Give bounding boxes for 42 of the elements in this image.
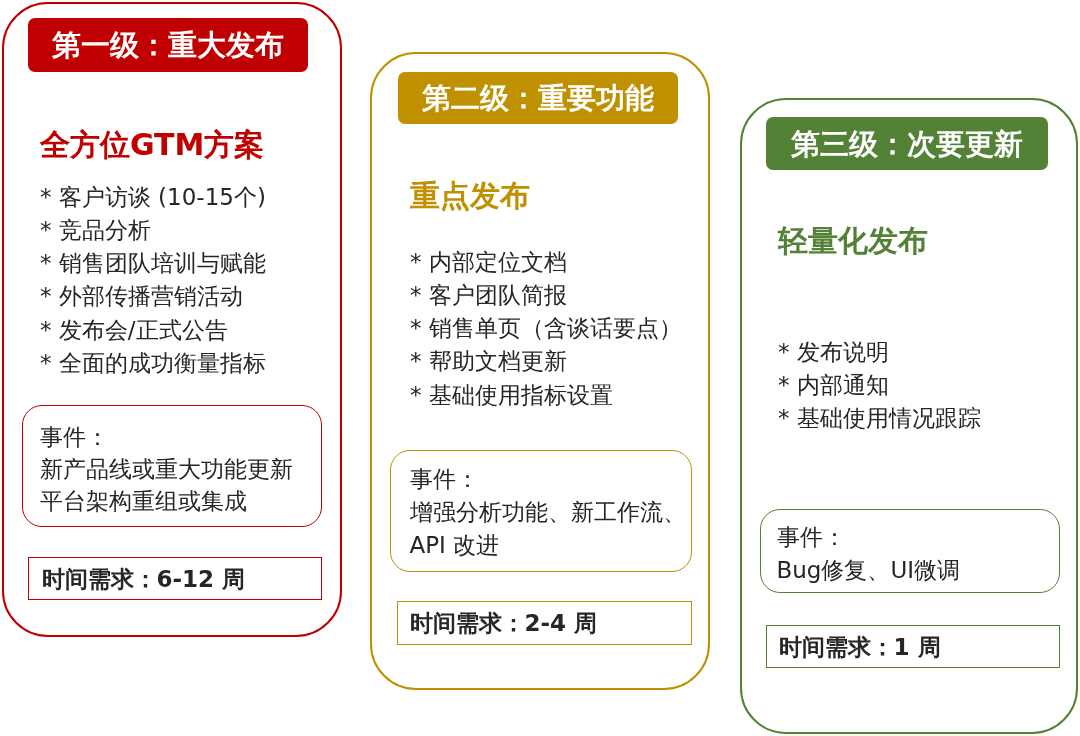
- tier-card: [370, 52, 710, 690]
- tier-title: 第二级：重要功能: [422, 81, 654, 115]
- list-item: * 基础使用情况跟踪: [778, 404, 981, 434]
- duration-box: [397, 601, 692, 645]
- event-text: 平台架构重组或集成: [39, 486, 247, 516]
- plan-heading: 全方位GTM方案: [40, 127, 265, 163]
- duration-box: [28, 557, 322, 600]
- list-item: * 销售单页（含谈话要点）: [410, 314, 682, 344]
- list-item: * 内部定位文档: [410, 247, 567, 277]
- tier-banner: [28, 18, 308, 72]
- list-item: * 发布说明: [778, 337, 889, 367]
- list-item: * 外部传播营销活动: [40, 282, 243, 312]
- events-box: [760, 509, 1060, 593]
- tier-banner: [766, 117, 1048, 170]
- event-label: 事件：: [409, 464, 479, 494]
- duration-text: 时间需求：1 周: [778, 632, 941, 662]
- event-text: Bug修复、UI微调: [776, 555, 961, 585]
- list-item: * 竞品分析: [40, 215, 151, 245]
- duration-text: 时间需求：2-4 周: [409, 609, 598, 638]
- list-item: * 客户访谈 (10-15个): [40, 182, 266, 212]
- events-box: [390, 450, 692, 572]
- list-item: * 客户团队简报: [410, 280, 567, 310]
- tier-banner: [398, 72, 678, 124]
- events-box: [22, 405, 322, 527]
- plan-heading: 轻量化发布: [778, 223, 928, 259]
- duration-text: 时间需求：6-12 周: [41, 564, 246, 594]
- list-item: * 基础使用指标设置: [410, 380, 613, 410]
- tier-title: 第三级：次要更新: [791, 126, 1023, 161]
- list-item: * 帮助文档更新: [410, 347, 567, 377]
- plan-heading: 重点发布: [410, 178, 530, 214]
- duration-box: [766, 625, 1060, 668]
- list-item: * 全面的成功衡量指标: [40, 349, 266, 378]
- tier-title: 第一级：重大发布: [52, 28, 284, 62]
- tier-card: [740, 98, 1078, 734]
- tier-card: [2, 2, 342, 637]
- list-item: * 销售团队培训与赋能: [40, 249, 266, 279]
- event-text: 新产品线或重大功能更新: [39, 454, 293, 484]
- event-label: 事件：: [39, 422, 109, 452]
- list-item: * 内部通知: [778, 370, 889, 400]
- event-text: 增强分析功能、新工作流、API 改进: [409, 497, 687, 560]
- event-label: 事件：: [776, 522, 846, 552]
- list-item: * 发布会/正式公告: [40, 315, 228, 345]
